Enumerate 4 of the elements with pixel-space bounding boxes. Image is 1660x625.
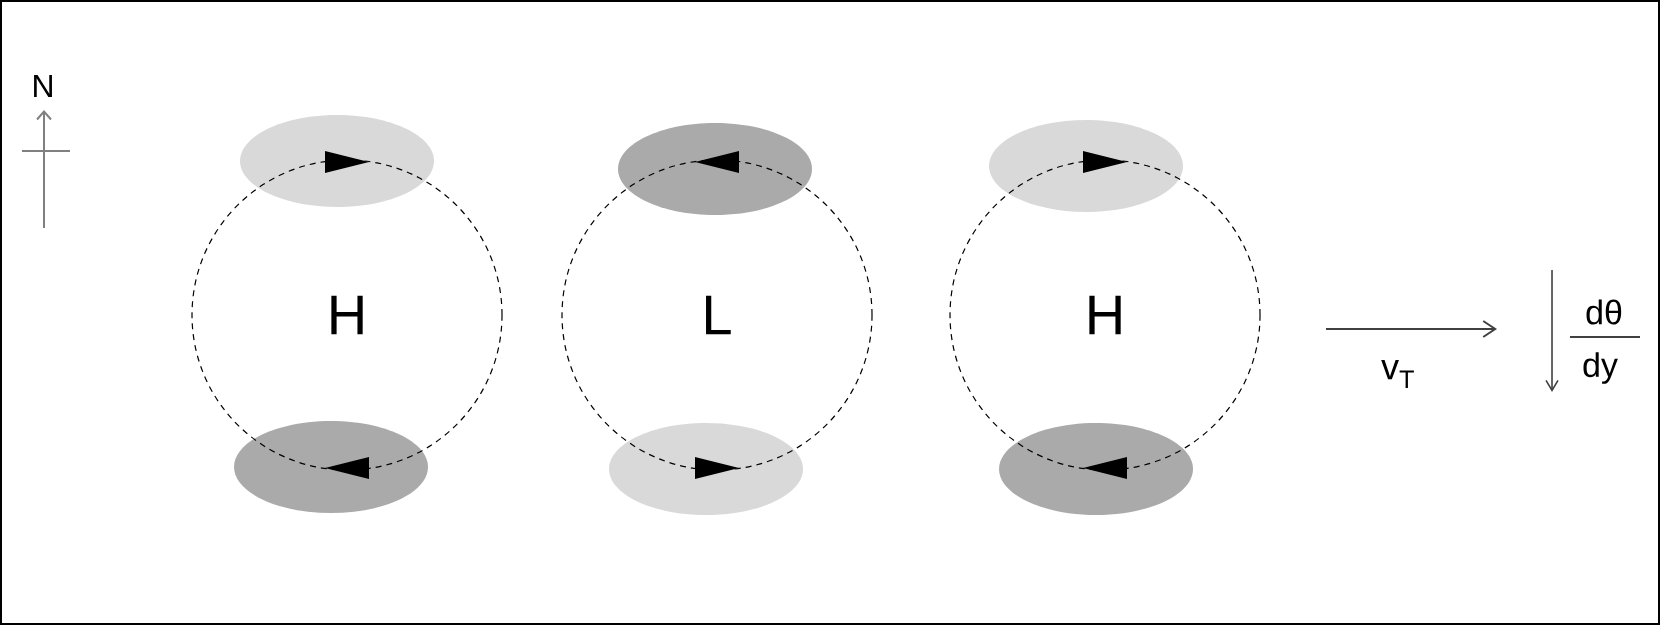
- velocity-label: v$_{T}$: [1381, 360, 1414, 388]
- fraction-numerator: dθ: [1586, 299, 1622, 325]
- north-label: N: [34, 75, 52, 97]
- fraction-denominator: dy: [1583, 352, 1618, 384]
